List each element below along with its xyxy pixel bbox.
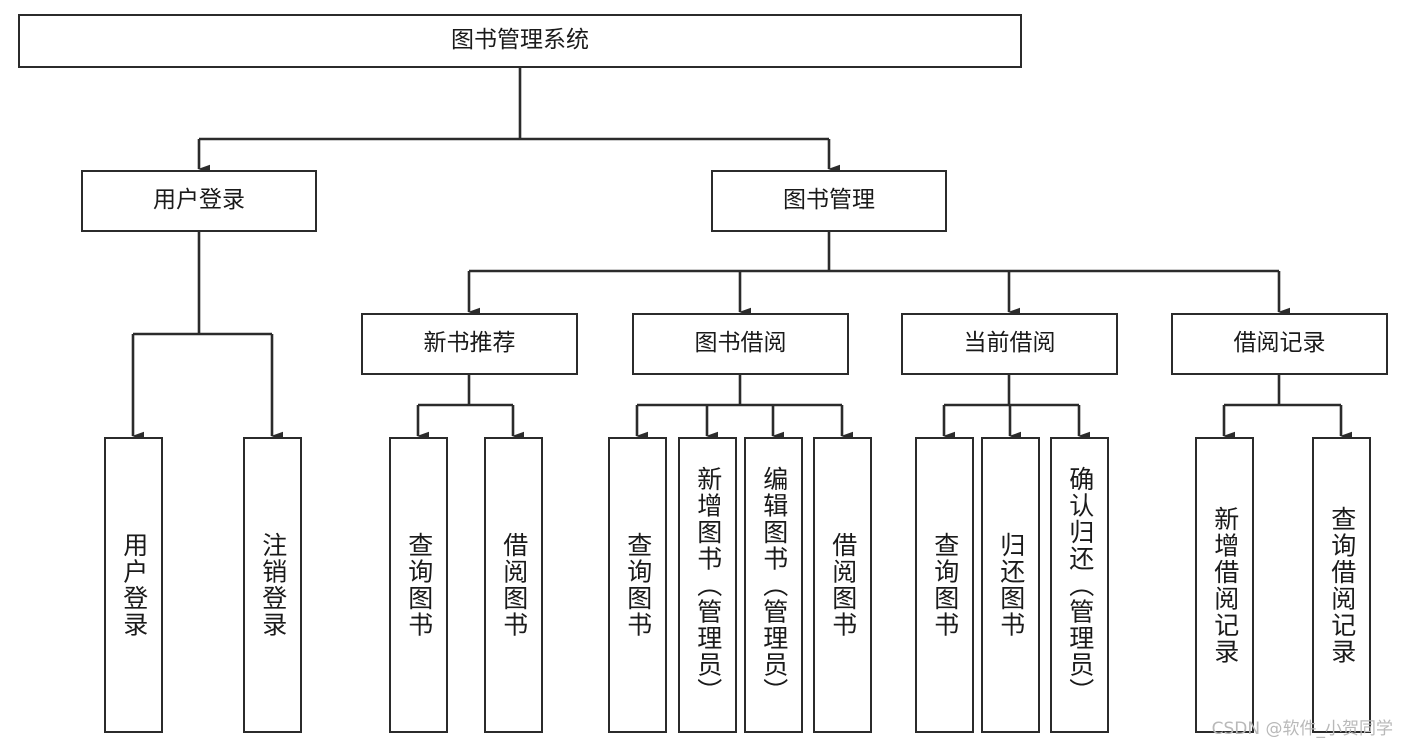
node-level3-2-label: 当前借阅	[963, 330, 1056, 357]
node-leaf-4[interactable]: 查询图书	[608, 437, 667, 733]
node-level3-1[interactable]: 图书借阅	[632, 313, 849, 375]
node-leaf-11[interactable]: 新增借阅记录	[1195, 437, 1254, 733]
node-root-label: 图书管理系统	[451, 27, 589, 54]
node-leaf-4-label: 查询图书	[623, 532, 653, 638]
node-leaf-10-label: 确认归还（管理员）	[1065, 465, 1095, 705]
node-leaf-0-label: 用户登录	[119, 532, 149, 638]
node-leaf-9[interactable]: 归还图书	[981, 437, 1040, 733]
node-leaf-1[interactable]: 注销登录	[243, 437, 302, 733]
node-leaf-10[interactable]: 确认归还（管理员）	[1050, 437, 1109, 733]
node-leaf-2-label: 查询图书	[404, 532, 434, 638]
node-leaf-8[interactable]: 查询图书	[915, 437, 974, 733]
node-leaf-2[interactable]: 查询图书	[389, 437, 448, 733]
watermark-text: CSDN @软件_小贺同学	[1211, 719, 1393, 739]
node-leaf-12[interactable]: 查询借阅记录	[1312, 437, 1371, 733]
node-root[interactable]: 图书管理系统	[18, 14, 1022, 68]
node-level2-0[interactable]: 用户登录	[81, 170, 317, 232]
node-leaf-5[interactable]: 新增图书（管理员）	[678, 437, 737, 733]
node-leaf-3[interactable]: 借阅图书	[484, 437, 543, 733]
node-leaf-9-label: 归还图书	[996, 532, 1026, 638]
node-level3-1-label: 图书借阅	[694, 330, 787, 357]
node-level2-1[interactable]: 图书管理	[711, 170, 947, 232]
node-leaf-8-label: 查询图书	[930, 532, 960, 638]
node-leaf-6[interactable]: 编辑图书（管理员）	[744, 437, 803, 733]
node-leaf-3-label: 借阅图书	[499, 532, 529, 638]
node-level2-0-label: 用户登录	[153, 187, 245, 214]
node-level2-1-label: 图书管理	[783, 187, 875, 214]
node-leaf-11-label: 新增借阅记录	[1210, 505, 1240, 665]
node-level3-0[interactable]: 新书推荐	[361, 313, 578, 375]
node-level3-3-label: 借阅记录	[1233, 330, 1326, 357]
node-leaf-1-label: 注销登录	[258, 532, 288, 638]
node-level3-0-label: 新书推荐	[423, 330, 516, 357]
node-level3-3[interactable]: 借阅记录	[1171, 313, 1388, 375]
node-leaf-0[interactable]: 用户登录	[104, 437, 163, 733]
node-leaf-6-label: 编辑图书（管理员）	[759, 465, 789, 705]
node-leaf-12-label: 查询借阅记录	[1327, 505, 1357, 665]
node-leaf-7-label: 借阅图书	[828, 532, 858, 638]
node-leaf-5-label: 新增图书（管理员）	[693, 465, 723, 705]
node-level3-2[interactable]: 当前借阅	[901, 313, 1118, 375]
node-leaf-7[interactable]: 借阅图书	[813, 437, 872, 733]
